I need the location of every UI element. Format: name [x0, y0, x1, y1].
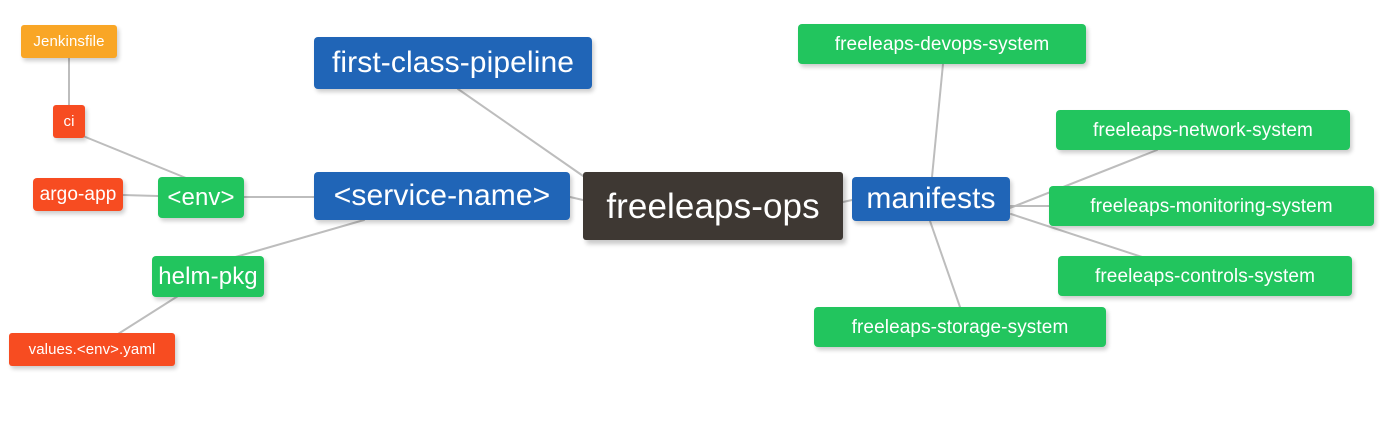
edge-env-to-ci	[82, 135, 187, 179]
edge-env-to-argo-app	[122, 194, 159, 197]
node-label: <service-name>	[333, 179, 551, 212]
node-label: freeleaps-controls-system	[1094, 265, 1316, 287]
edge-service-name-to-helm-pkg	[231, 219, 365, 259]
node-label: ci	[63, 113, 75, 130]
edge-manifests-to-devops-system	[931, 63, 944, 178]
edge-helm-pkg-to-values-yaml	[117, 295, 179, 335]
node-label: helm-pkg	[158, 262, 258, 290]
node-label: Jenkinsfile	[33, 33, 105, 50]
node-label: values.<env>.yaml	[28, 341, 156, 358]
node-env[interactable]: <env>	[158, 177, 244, 218]
node-label: freeleaps-monitoring-system	[1090, 195, 1333, 217]
node-label: <env>	[167, 183, 235, 211]
node-label: freeleaps-devops-system	[834, 33, 1050, 55]
node-values-yaml[interactable]: values.<env>.yaml	[9, 333, 175, 366]
node-label: manifests	[866, 182, 996, 215]
node-root[interactable]: freeleaps-ops	[583, 172, 843, 240]
node-network-system[interactable]: freeleaps-network-system	[1056, 110, 1350, 150]
node-manifests[interactable]: manifests	[852, 177, 1010, 221]
node-devops-system[interactable]: freeleaps-devops-system	[798, 24, 1086, 64]
node-monitoring-system[interactable]: freeleaps-monitoring-system	[1049, 186, 1374, 226]
node-jenkinsfile[interactable]: Jenkinsfile	[21, 25, 117, 58]
node-label: first-class-pipeline	[331, 46, 575, 79]
node-label: freeleaps-network-system	[1093, 119, 1313, 141]
node-label: freeleaps-storage-system	[851, 316, 1069, 338]
edge-root-to-manifests	[842, 199, 853, 203]
edge-manifests-to-storage-system	[929, 220, 961, 308]
node-storage-system[interactable]: freeleaps-storage-system	[814, 307, 1106, 347]
node-argo-app[interactable]: argo-app	[33, 178, 123, 211]
node-label: freeleaps-ops	[606, 186, 820, 226]
node-service-name[interactable]: <service-name>	[314, 172, 570, 220]
node-helm-pkg[interactable]: helm-pkg	[152, 256, 264, 297]
node-ci[interactable]: ci	[53, 105, 85, 138]
node-first-class-pipeline[interactable]: first-class-pipeline	[314, 37, 592, 89]
edge-root-to-first-class-pipeline	[457, 88, 587, 179]
node-controls-system[interactable]: freeleaps-controls-system	[1058, 256, 1352, 296]
edge-root-to-service-name	[569, 196, 584, 201]
node-label: argo-app	[39, 184, 117, 205]
